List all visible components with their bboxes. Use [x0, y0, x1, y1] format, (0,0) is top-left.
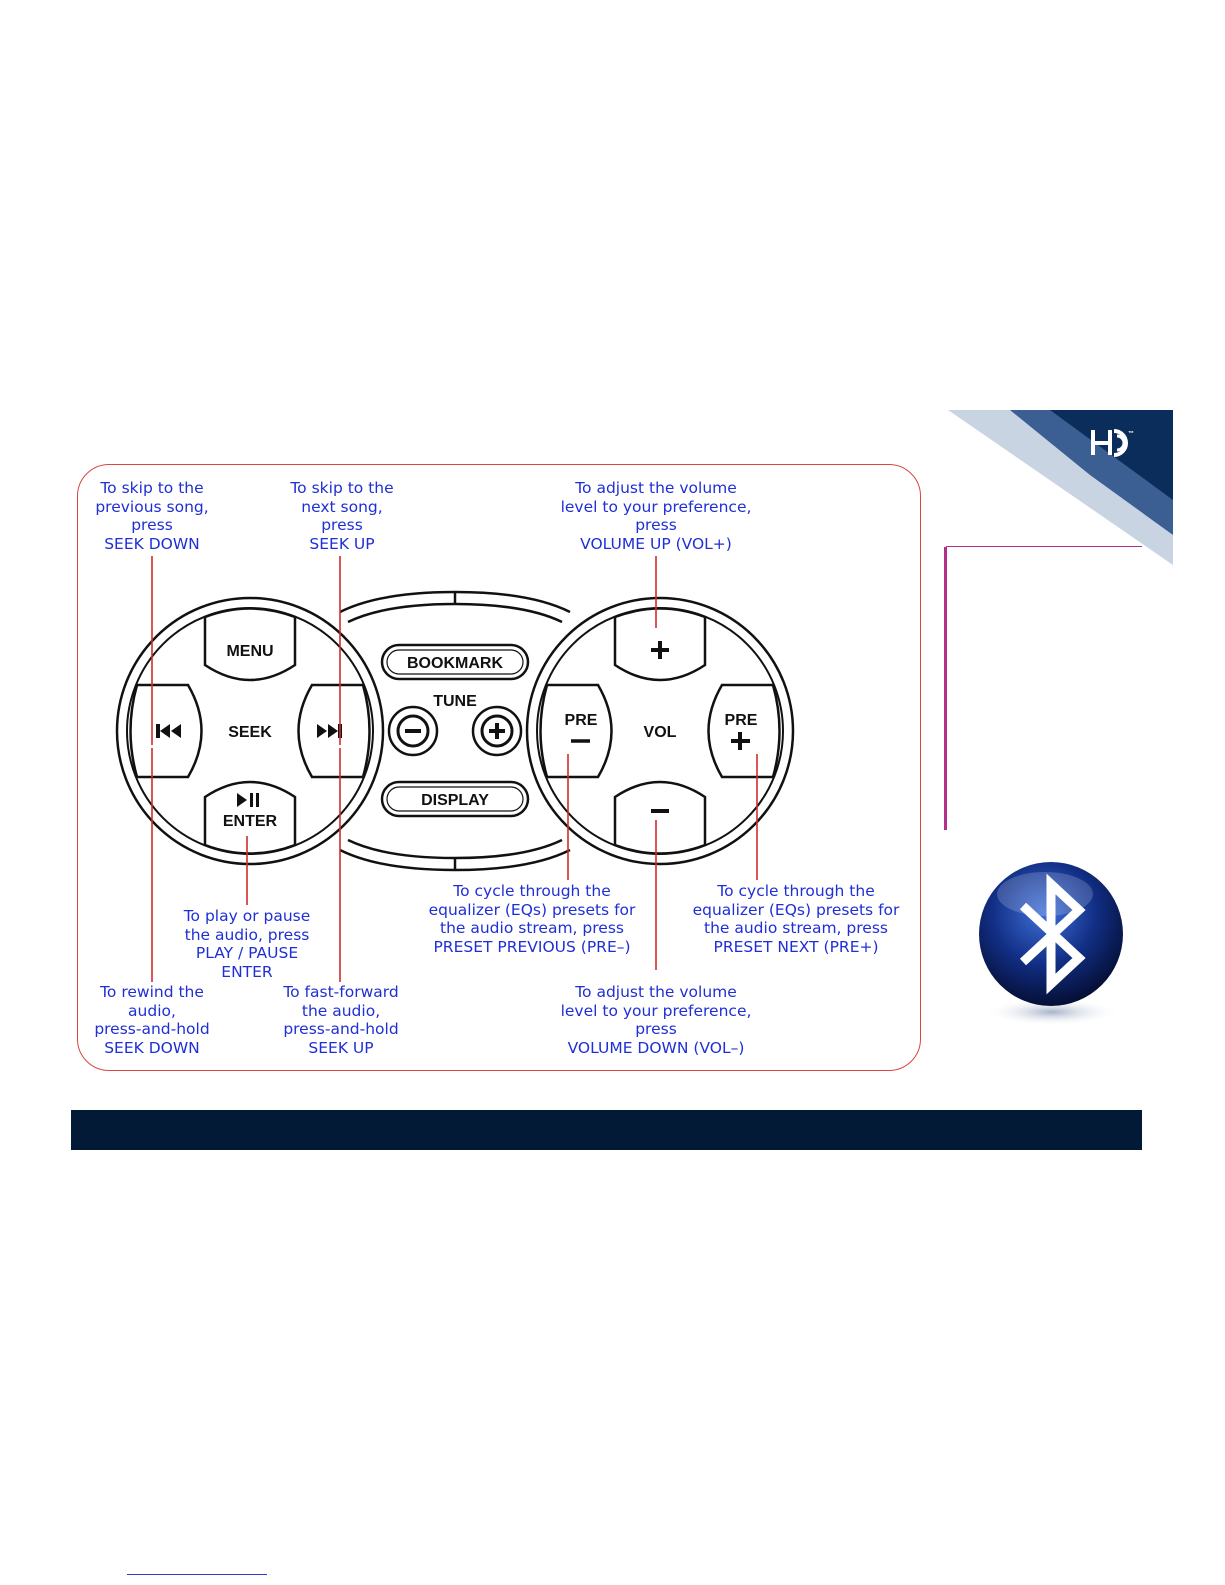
enter-button[interactable] — [203, 780, 297, 855]
vol-down-button[interactable] — [613, 780, 707, 855]
pre-next-button[interactable] — [707, 683, 781, 779]
menu-label: MENU — [226, 643, 273, 660]
plus-icon — [489, 723, 505, 739]
side-rule-vertical — [944, 547, 947, 830]
vol-pod — [525, 596, 795, 866]
bookmark-button[interactable] — [380, 643, 530, 681]
corner-decoration: ™ — [948, 410, 1173, 565]
diagram-frame — [77, 464, 921, 1071]
vol-label: VOL — [644, 724, 677, 741]
pre-next-label: PRE — [725, 712, 758, 729]
pre-plus-icon — [731, 732, 750, 750]
seek-pod — [115, 596, 385, 866]
bluetooth-icon — [979, 862, 1123, 1026]
section-bar — [71, 1110, 1142, 1150]
seek-label: SEEK — [228, 724, 272, 741]
bookmark-label: BOOKMARK — [407, 655, 503, 672]
side-rule-horizontal — [946, 546, 1142, 547]
display-label: DISPLAY — [421, 792, 489, 809]
footer-link[interactable] — [127, 1574, 267, 1575]
pre-prev-button[interactable] — [539, 683, 613, 779]
play-pause-icon — [237, 793, 259, 807]
svg-text:™: ™ — [1128, 430, 1134, 437]
hd-logo-icon — [1091, 429, 1128, 457]
menu-button[interactable] — [203, 607, 297, 682]
display-button[interactable] — [380, 780, 530, 818]
remote-controller: MENU SEEK ENTER BOOKMARK TUNE DISPLAY PR… — [115, 556, 795, 982]
tune-label: TUNE — [433, 693, 477, 710]
enter-label: ENTER — [223, 813, 278, 830]
vol-plus-icon — [651, 641, 669, 659]
seek-back-icon — [156, 724, 181, 738]
pre-prev-label: PRE — [565, 712, 598, 729]
